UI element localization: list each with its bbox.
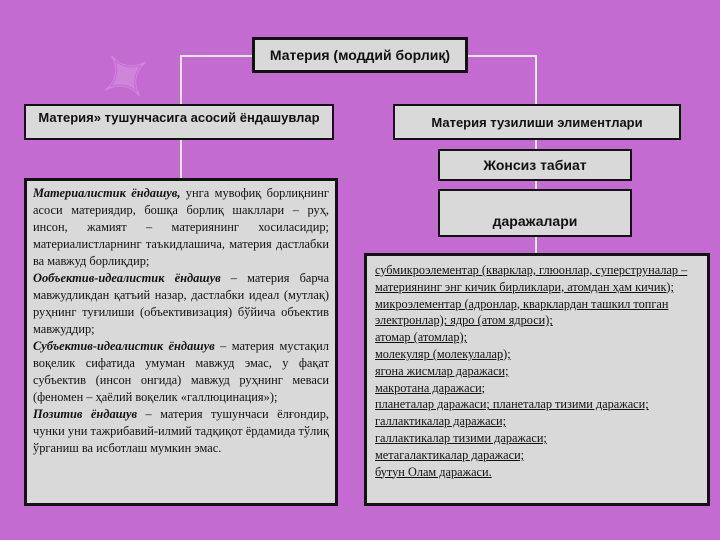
connector bbox=[535, 140, 537, 149]
approach-term: Позитив ёндашув bbox=[33, 407, 138, 421]
levels-list-box: субмикроэлементар (кварклар, глюонлар, с… bbox=[364, 253, 710, 506]
connector bbox=[180, 55, 182, 104]
root-concept-label: Материя (моддий борлиқ) bbox=[269, 47, 451, 63]
structure-title-box: Материя тузилиши элиментлари bbox=[393, 104, 681, 140]
approach-term: Субъектив-идеалистик ёндашув bbox=[33, 339, 215, 353]
inanimate-nature-box: Жонсиз табиат bbox=[438, 149, 632, 181]
connector bbox=[535, 55, 537, 104]
approach-text: – материя тушунчаси ёлғондир, чунки уни … bbox=[33, 407, 329, 455]
approaches-title-label: Материя» тушунчасига асосий ёндашувлар bbox=[38, 110, 320, 125]
level-item: макротана даражаси; bbox=[375, 380, 486, 395]
connector bbox=[535, 181, 537, 189]
approaches-text-box: Материалистик ёндашув, унга мувофиқ борл… bbox=[24, 178, 338, 506]
level-item: субмикроэлементар (кварклар, глюонлар, с… bbox=[375, 263, 688, 294]
approach-text: – материя мустақил воқелик сифатида умум… bbox=[33, 339, 329, 404]
connector bbox=[535, 237, 537, 253]
level-item: метагалактикалар даражаси; bbox=[375, 447, 525, 462]
levels-label: даражалари bbox=[492, 213, 578, 229]
structure-title-label: Материя тузилиши элиментлари bbox=[431, 114, 643, 130]
level-item: бутун Олам даражаси. bbox=[375, 464, 492, 479]
levels-box: даражалари bbox=[438, 189, 632, 237]
connector bbox=[180, 55, 252, 57]
approach-paragraph: Позитив ёндашув – материя тушунчаси ёлғо… bbox=[33, 406, 329, 457]
approach-text: унга мувофиқ борлиқнинг асоси материядир… bbox=[33, 186, 330, 268]
connector bbox=[468, 55, 536, 57]
inanimate-nature-label: Жонсиз табиат bbox=[483, 157, 587, 173]
approach-paragraph: Материалистик ёндашув, унга мувофиқ борл… bbox=[33, 185, 329, 270]
level-item: галлактикалар даражаси; bbox=[375, 414, 507, 429]
approach-text: – материя барча мавжудликдан қатъий наза… bbox=[33, 271, 329, 336]
approach-paragraph: Ообъектив-идеалистик ёндашув – материя б… bbox=[33, 270, 329, 338]
root-concept-box: Материя (моддий борлиқ) bbox=[252, 37, 468, 73]
level-item: планеталар даражаси; планеталар тизими д… bbox=[375, 397, 649, 412]
approach-term: Ообъектив-идеалистик ёндашув bbox=[33, 271, 221, 285]
connector bbox=[180, 140, 182, 178]
approach-paragraph: Субъектив-идеалистик ёндашув – материя м… bbox=[33, 338, 329, 406]
level-item: молекуляр (молекулалар); bbox=[375, 346, 511, 361]
level-item: ягона жисмлар даражаси; bbox=[375, 363, 509, 378]
level-item: атомар (атомлар); bbox=[375, 330, 468, 345]
approaches-title-box: Материя» тушунчасига асосий ёндашувлар bbox=[24, 104, 334, 140]
level-item: галлактикалар тизими даражаси; bbox=[375, 430, 547, 445]
approach-term: Материалистик ёндашув, bbox=[33, 186, 181, 200]
level-item: микроэлементар (адронлар, кварклардан та… bbox=[375, 296, 669, 328]
